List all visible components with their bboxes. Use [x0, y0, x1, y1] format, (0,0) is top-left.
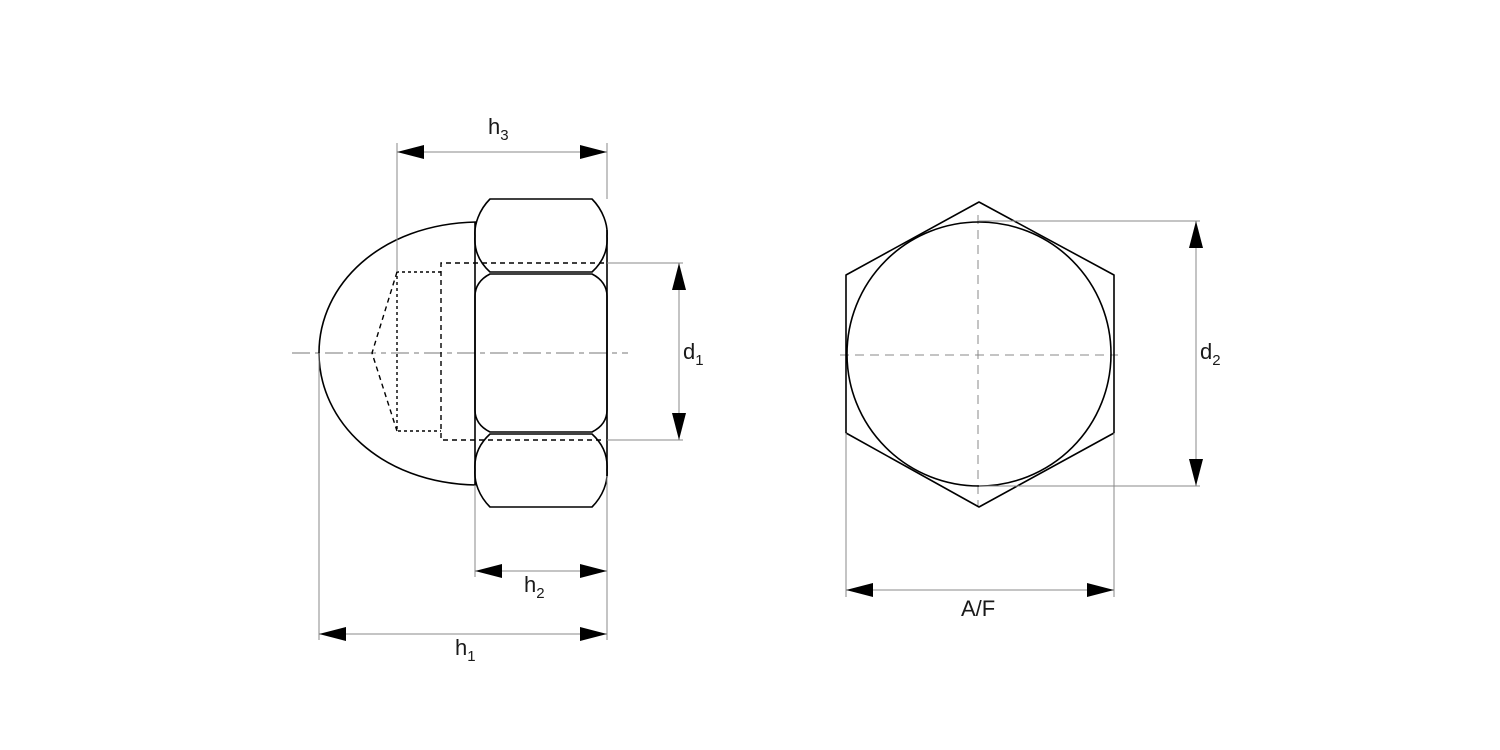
dimension-d1: d1	[607, 262, 704, 441]
dimension-h1: h1	[318, 353, 607, 665]
dimension-af: A/F	[845, 433, 1115, 621]
label-d1: d1	[683, 339, 704, 369]
side-view	[292, 198, 628, 508]
hex-face-top	[474, 198, 608, 273]
hex-face-bottom	[474, 433, 608, 508]
arrowhead-left	[846, 583, 873, 597]
dimension-d2: d2	[979, 220, 1221, 487]
front-view	[840, 201, 1118, 508]
arrowhead-right	[580, 627, 607, 641]
label-h1: h1	[455, 635, 476, 665]
arrowhead-left	[319, 627, 346, 641]
arrowhead-down	[1189, 459, 1203, 486]
dimension-h3: h3	[396, 114, 608, 272]
hidden-drill-hole	[396, 271, 441, 432]
arrowhead-right	[580, 564, 607, 578]
label-af: A/F	[961, 596, 995, 621]
hidden-drill-cone	[371, 271, 398, 432]
arrowhead-right	[1087, 583, 1114, 597]
arrowhead-left	[475, 564, 502, 578]
arrowhead-up	[1189, 221, 1203, 248]
arrowhead-left	[397, 145, 424, 159]
arrowhead-down	[672, 413, 686, 440]
hidden-thread-bore	[440, 262, 604, 441]
arrowhead-up	[672, 263, 686, 290]
dimension-h2: h2	[474, 476, 608, 640]
hex-face-middle	[474, 273, 608, 433]
label-h2: h2	[524, 572, 545, 602]
label-d2: d2	[1200, 339, 1221, 369]
label-h3: h3	[488, 114, 509, 144]
dome-circle	[846, 221, 1112, 487]
hexagon-outline	[845, 201, 1115, 508]
arrowhead-right	[580, 145, 607, 159]
